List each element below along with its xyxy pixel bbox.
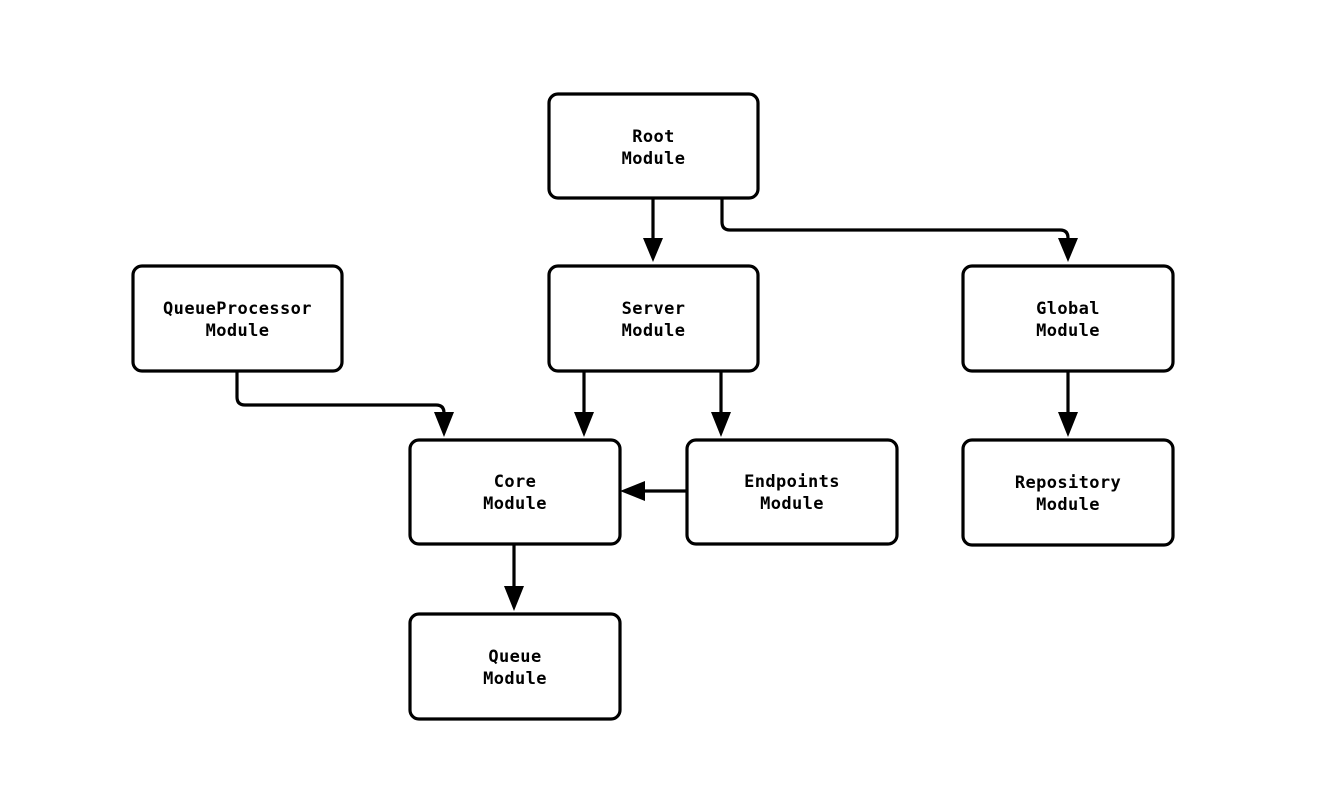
node-server-module-box[interactable] xyxy=(547,264,760,373)
node-queueprocessor-module[interactable]: QueueProcessor Module xyxy=(131,264,344,373)
node-queueprocessor-module-label-line1: QueueProcessor xyxy=(163,299,312,319)
edge-root-to-server-arrowhead xyxy=(643,238,663,262)
edge-queueprocessor-to-core-line xyxy=(235,371,446,417)
edge-queueprocessor-to-core xyxy=(235,371,454,437)
node-endpoints-module-label-line2: Module xyxy=(760,494,824,514)
node-queue-module[interactable]: Queue Module xyxy=(408,612,622,721)
node-root-module-label-line1: Root xyxy=(632,127,675,147)
edge-server-to-core xyxy=(574,371,594,437)
edge-server-to-endpoints xyxy=(711,371,731,437)
node-root-module-label-line2: Module xyxy=(622,149,686,169)
node-core-module-box[interactable] xyxy=(408,438,622,546)
edge-global-to-repository xyxy=(1058,371,1078,437)
edge-core-to-queue xyxy=(504,544,524,611)
edge-root-to-server xyxy=(643,198,663,262)
node-server-module[interactable]: Server Module xyxy=(547,264,760,373)
node-endpoints-module-box[interactable] xyxy=(685,438,899,546)
node-global-module-label-line2: Module xyxy=(1036,321,1100,341)
edge-core-to-queue-arrowhead xyxy=(504,586,524,611)
node-core-module[interactable]: Core Module xyxy=(408,438,622,546)
edge-endpoints-to-core xyxy=(620,481,687,501)
node-queueprocessor-module-label-line2: Module xyxy=(206,321,270,341)
edge-global-to-repository-arrowhead xyxy=(1058,412,1078,437)
node-queueprocessor-module-box[interactable] xyxy=(131,264,344,373)
node-endpoints-module[interactable]: Endpoints Module xyxy=(685,438,899,546)
node-root-module-box[interactable] xyxy=(547,92,760,200)
edge-server-to-core-arrowhead xyxy=(574,412,594,437)
node-global-module-label-line1: Global xyxy=(1036,299,1100,319)
node-core-module-label-line2: Module xyxy=(483,494,547,514)
node-core-module-label-line1: Core xyxy=(494,472,537,492)
node-root-module[interactable]: Root Module xyxy=(547,92,760,200)
node-endpoints-module-label-line1: Endpoints xyxy=(744,472,840,492)
node-queue-module-label-line1: Queue xyxy=(488,647,541,667)
edge-server-to-endpoints-arrowhead xyxy=(711,412,731,437)
node-queue-module-box[interactable] xyxy=(408,612,622,721)
node-global-module-box[interactable] xyxy=(961,264,1175,373)
node-repository-module[interactable]: Repository Module xyxy=(961,438,1175,547)
node-server-module-label-line1: Server xyxy=(622,299,686,319)
edge-queueprocessor-to-core-arrowhead xyxy=(434,412,454,437)
node-repository-module-label-line1: Repository xyxy=(1015,473,1121,493)
node-repository-module-box[interactable] xyxy=(961,438,1175,547)
edge-root-to-global xyxy=(720,198,1078,262)
node-repository-module-label-line2: Module xyxy=(1036,495,1100,515)
edge-root-to-global-line xyxy=(720,198,1070,243)
edge-root-to-global-arrowhead xyxy=(1058,238,1078,262)
node-global-module[interactable]: Global Module xyxy=(961,264,1175,373)
edge-endpoints-to-core-arrowhead xyxy=(620,481,645,501)
node-queue-module-label-line2: Module xyxy=(483,669,547,689)
node-server-module-label-line2: Module xyxy=(622,321,686,341)
